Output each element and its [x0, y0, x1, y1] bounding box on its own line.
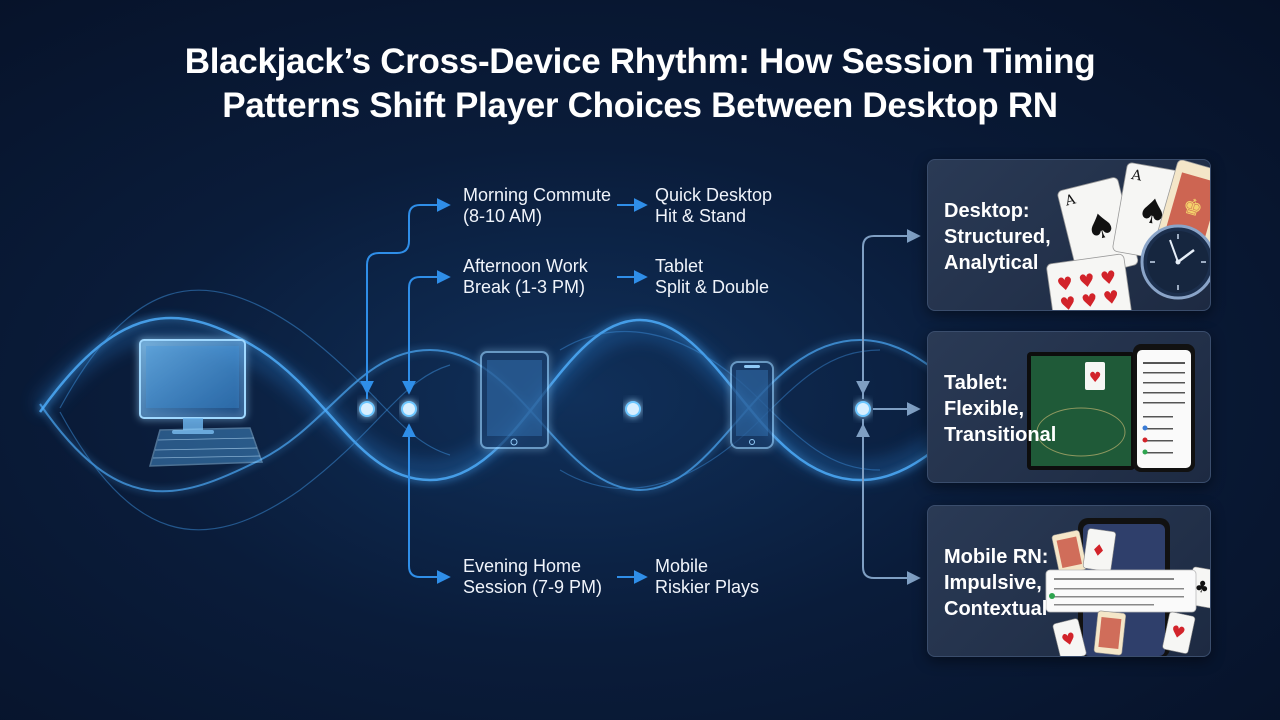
- desktop-monitor-icon: [139, 339, 246, 434]
- session-choice-afternoon: Tablet Split & Double: [655, 256, 770, 297]
- playing-cards-icon: A ♠ A ♠ ♚ ♥ ♥ ♥ ♥ ♥ ♥: [1046, 160, 1210, 310]
- svg-text:♣: ♣: [1193, 576, 1210, 597]
- svg-text:♥: ♥: [1059, 628, 1078, 650]
- session-choice-morning: Quick Desktop Hit & Stand: [655, 185, 773, 226]
- tablet-card-text: Tablet: Flexible, Transitional: [944, 372, 1057, 446]
- svg-text:♥ ♥ ♥: ♥ ♥ ♥: [1058, 287, 1120, 310]
- svg-text:A: A: [1063, 191, 1079, 209]
- title-line-1: Blackjack’s Cross-Device Rhythm: How Ses…: [184, 42, 1096, 81]
- page-title: Blackjack’s Cross-Device Rhythm: How Ses…: [0, 40, 1280, 128]
- timeline-nodes: [359, 401, 871, 417]
- tablet-icon: [480, 351, 549, 449]
- timeline-node: [855, 401, 871, 417]
- session-time-afternoon: Afternoon Work Break (1-3 PM): [463, 256, 588, 297]
- mobile-blackjack-screen-icon: ♦ ♣ ♥ ♥: [1045, 518, 1210, 656]
- session-choice-evening: Mobile Riskier Plays: [655, 556, 760, 597]
- session-connectors: [360, 198, 648, 584]
- timeline-node: [401, 401, 417, 417]
- svg-text:♥: ♥: [1089, 370, 1102, 386]
- tablet-profile-card: Tablet: Flexible, Transitional ♥: [927, 331, 1211, 483]
- tablet-blackjack-screen-icon: ♥: [1027, 344, 1195, 472]
- keyboard-icon: [149, 427, 264, 467]
- clock-icon: [1140, 224, 1210, 300]
- desktop-profile-card: Desktop: Structured, Analytical A ♠ A ♠ …: [927, 159, 1211, 311]
- svg-text:♥: ♥: [1169, 621, 1187, 643]
- card-connectors: [856, 229, 921, 585]
- timeline-node: [625, 401, 641, 417]
- mobile-profile-card: Mobile RN: Impulsive, Contextual ♦ ♣ ♥: [927, 505, 1211, 657]
- svg-text:A: A: [1129, 167, 1144, 185]
- session-time-evening: Evening Home Session (7-9 PM): [463, 556, 603, 597]
- desktop-card-text: Desktop: Structured, Analytical: [944, 200, 1051, 274]
- mobile-card-text: Mobile RN: Impulsive, Contextual: [944, 546, 1049, 620]
- timeline-node: [359, 401, 375, 417]
- svg-text:♦: ♦: [1090, 540, 1107, 561]
- session-time-morning: Morning Commute (8-10 AM): [463, 185, 612, 226]
- title-line-2: Patterns Shift Player Choices Between De…: [222, 86, 1058, 125]
- smartphone-icon: [730, 361, 774, 449]
